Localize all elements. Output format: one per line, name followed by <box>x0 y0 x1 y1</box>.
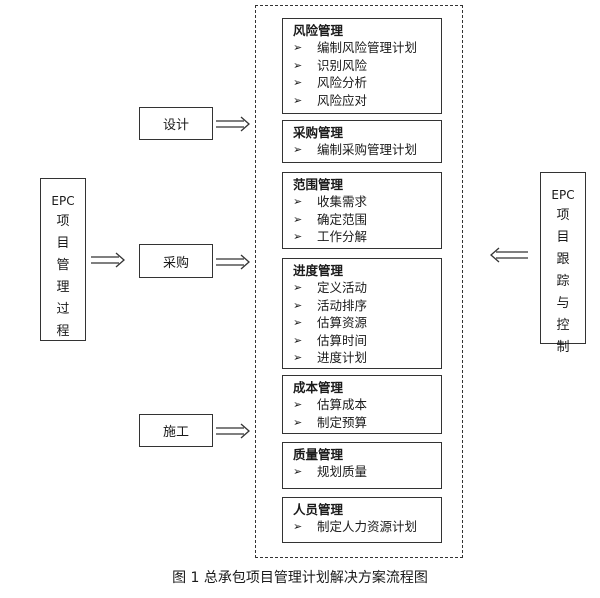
procurement-management-group: 采购管理 ➢编制采购管理计划 <box>282 120 442 163</box>
arrow-bullet-icon: ➢ <box>293 520 303 533</box>
arrow-bullet-icon: ➢ <box>293 333 303 347</box>
list-item: ➢编制风险管理计划 <box>293 40 418 55</box>
scope-management-group: 范围管理 ➢收集需求 ➢确定范围 ➢工作分解 <box>282 172 442 249</box>
cost-management-group: 成本管理 ➢估算成本 ➢制定预算 <box>282 375 442 434</box>
arrow-bullet-icon: ➢ <box>293 93 303 107</box>
arrow-bullet-icon: ➢ <box>293 298 303 312</box>
left-box-char: 项 <box>56 214 70 229</box>
list-item: ➢确定范围 <box>293 211 368 227</box>
list-item: ➢收集需求 <box>293 194 368 209</box>
epc-tracking-control-box: EPC 项 目 跟 踪 与 控 制 <box>540 172 586 355</box>
list-item: ➢估算成本 <box>293 397 368 412</box>
right-box-char: 控 <box>556 318 570 333</box>
left-box-char: 过 <box>56 302 70 317</box>
arrow-bullet-icon: ➢ <box>293 212 303 226</box>
arrow-bullet-icon: ➢ <box>293 316 303 329</box>
personnel-management-group: 人员管理 ➢制定人力资源计划 <box>282 497 442 543</box>
right-box-char: 与 <box>556 296 570 311</box>
list-item: ➢制定预算 <box>293 414 368 430</box>
double-arrow-icon <box>216 116 250 132</box>
list-item: ➢识别风险 <box>293 57 368 73</box>
arrow-bullet-icon: ➢ <box>293 465 303 478</box>
group-title: 质量管理 <box>293 447 344 462</box>
left-box-char: 程 <box>56 324 70 339</box>
figure-caption: 图 1 总承包项目管理计划解决方案流程图 <box>172 570 428 586</box>
list-item: ➢估算时间 <box>293 332 368 348</box>
group-title: 采购管理 <box>293 125 344 140</box>
phase-construction-box: 施工 <box>139 414 213 447</box>
phase-procurement-label: 采购 <box>162 255 189 271</box>
management-plans-container <box>255 5 463 558</box>
arrow-bullet-icon: ➢ <box>293 398 303 411</box>
quality-management-group: 质量管理 ➢规划质量 <box>282 442 442 489</box>
right-box-char: 项 <box>556 208 570 223</box>
right-box-head: EPC <box>551 188 575 202</box>
list-item: ➢编制采购管理计划 <box>293 142 418 157</box>
left-box-char: 理 <box>56 280 70 295</box>
list-item: ➢估算资源 <box>293 315 368 330</box>
double-arrow-icon <box>490 247 528 263</box>
left-box-head: EPC <box>51 194 75 208</box>
left-box-char: 管 <box>56 258 70 273</box>
arrow-bullet-icon: ➢ <box>293 351 303 364</box>
arrow-bullet-icon: ➢ <box>293 281 303 294</box>
group-title: 进度管理 <box>293 263 344 278</box>
right-box-char: 目 <box>556 230 570 245</box>
epc-management-process-box: EPC 项 目 管 理 过 程 <box>40 178 86 341</box>
phase-design-label: 设计 <box>162 118 189 133</box>
list-item: ➢风险分析 <box>293 75 368 90</box>
group-title: 风险管理 <box>293 23 344 38</box>
list-item: ➢风险应对 <box>293 92 368 108</box>
phase-construction-label: 施工 <box>162 425 189 440</box>
arrow-bullet-icon: ➢ <box>293 76 303 89</box>
double-arrow-icon <box>216 423 250 439</box>
list-item: ➢活动排序 <box>293 297 368 313</box>
left-box-char: 目 <box>56 236 70 251</box>
list-item: ➢工作分解 <box>293 229 368 244</box>
group-title: 范围管理 <box>293 177 344 192</box>
list-item: ➢规划质量 <box>293 464 368 479</box>
arrow-bullet-icon: ➢ <box>293 230 303 243</box>
arrow-bullet-icon: ➢ <box>293 143 303 156</box>
risk-management-group: 风险管理 ➢编制风险管理计划 ➢识别风险 ➢风险分析 ➢风险应对 <box>282 18 442 114</box>
double-arrow-icon <box>216 254 250 270</box>
double-arrow-icon <box>91 252 125 268</box>
phase-procurement-box: 采购 <box>139 244 213 278</box>
right-box-char: 制 <box>556 340 570 355</box>
group-title: 人员管理 <box>293 502 344 517</box>
list-item: ➢进度计划 <box>293 350 368 365</box>
arrow-bullet-icon: ➢ <box>293 41 303 54</box>
arrow-bullet-icon: ➢ <box>293 195 303 208</box>
phase-design-box: 设计 <box>139 107 213 140</box>
arrow-bullet-icon: ➢ <box>293 58 303 72</box>
right-box-char: 踪 <box>556 274 570 289</box>
schedule-management-group: 进度管理 ➢定义活动 ➢活动排序 ➢估算资源 ➢估算时间 ➢进度计划 <box>282 258 442 369</box>
group-title: 成本管理 <box>293 380 344 395</box>
list-item: ➢制定人力资源计划 <box>293 519 418 534</box>
list-item: ➢定义活动 <box>293 280 368 295</box>
arrow-bullet-icon: ➢ <box>293 415 303 429</box>
right-box-char: 跟 <box>556 252 570 267</box>
